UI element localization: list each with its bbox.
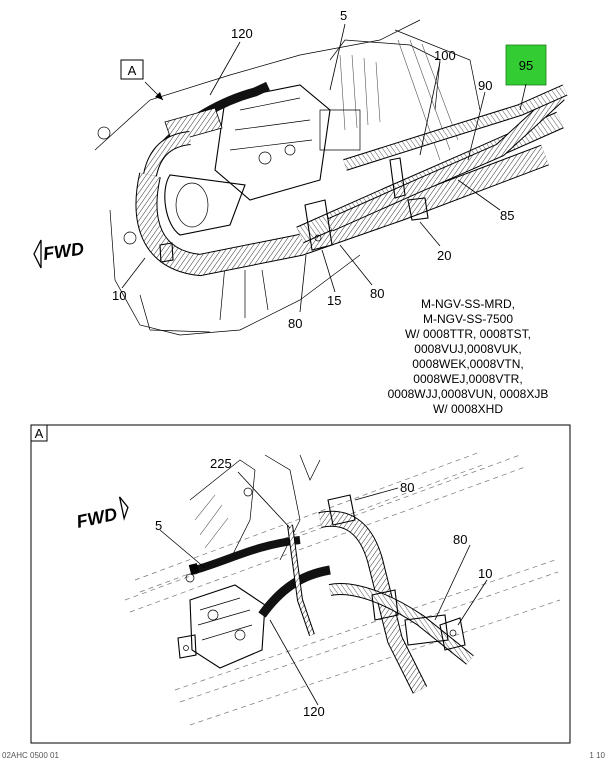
- applicability-line-1: M-NGV-SS-MRD,: [421, 297, 515, 311]
- detail-callout-80-right: 80: [453, 532, 467, 547]
- callout-95-highlight: [505, 44, 547, 86]
- detail-ref-arrowhead: [155, 92, 163, 100]
- callout-95: 95: [519, 58, 533, 73]
- detail-callout-80-top: 80: [400, 480, 414, 495]
- starter-solenoid: [177, 584, 266, 669]
- detail-callout-120: 120: [303, 704, 325, 719]
- applicability-line-2: M-NGV-SS-7500: [423, 312, 513, 326]
- fwd-label: FWD: [42, 238, 85, 264]
- detail-label: A: [35, 426, 44, 441]
- detail-label-box: [30, 424, 48, 442]
- applicability-note: M-NGV-SS-MRD, M-NGV-SS-7500 W/ 0008TTR, …: [388, 297, 549, 416]
- starter-motor: [164, 84, 331, 236]
- applicability-line-7: 0008WJJ,0008VUN, 0008XJB: [388, 387, 549, 401]
- detail-callout-5: 5: [155, 518, 162, 533]
- top-leaders: [121, 23, 527, 313]
- applicability-line-8: W/ 0008XHD: [433, 402, 503, 416]
- callout-90: 90: [478, 78, 492, 93]
- detail-frame: [30, 424, 571, 744]
- clamps: [159, 157, 429, 263]
- detail-cable-5: [193, 536, 301, 574]
- harness-bundles: [135, 84, 568, 277]
- fwd-arrow-icon: [33, 239, 42, 269]
- detail-clamps: [327, 494, 466, 651]
- applicability-line-5: 0008WEK,0008VTN,: [412, 357, 523, 371]
- callout-100: 100: [434, 48, 456, 63]
- top-view: A FWD 120 5 100 95 90 85: [33, 8, 568, 416]
- detail-leaders: [159, 471, 488, 706]
- callout-5: 5: [340, 8, 347, 23]
- callout-80-right: 80: [370, 286, 384, 301]
- callout-80-left: 80: [288, 316, 302, 331]
- callout-120: 120: [231, 26, 253, 41]
- callout-85: 85: [500, 208, 514, 223]
- callout-15: 15: [327, 293, 341, 308]
- detail-fwd-label: FWD: [75, 504, 119, 532]
- detail-harness: [287, 510, 474, 694]
- detail-view-a: A: [30, 424, 571, 744]
- detail-ref-box: [120, 59, 144, 80]
- applicability-line-6: 0008WEJ,0008VTR,: [413, 372, 522, 386]
- detail-cable-5-end: [188, 563, 200, 575]
- detail-callout-10: 10: [478, 566, 492, 581]
- detail-callout-225: 225: [210, 456, 232, 471]
- detail-cable-120: [258, 565, 331, 618]
- callout-20: 20: [437, 248, 451, 263]
- footer-right-code: 1 10: [589, 751, 605, 760]
- detail-fwd-arrow-icon: [118, 496, 129, 521]
- detail-ref-label: A: [128, 63, 137, 78]
- applicability-line-4: 0008VUJ,0008VUK,: [414, 342, 521, 356]
- callout-10: 10: [112, 288, 126, 303]
- footer-left-code: 02AHC 0500 01: [2, 751, 59, 760]
- applicability-line-3: W/ 0008TTR, 0008TST,: [405, 327, 531, 341]
